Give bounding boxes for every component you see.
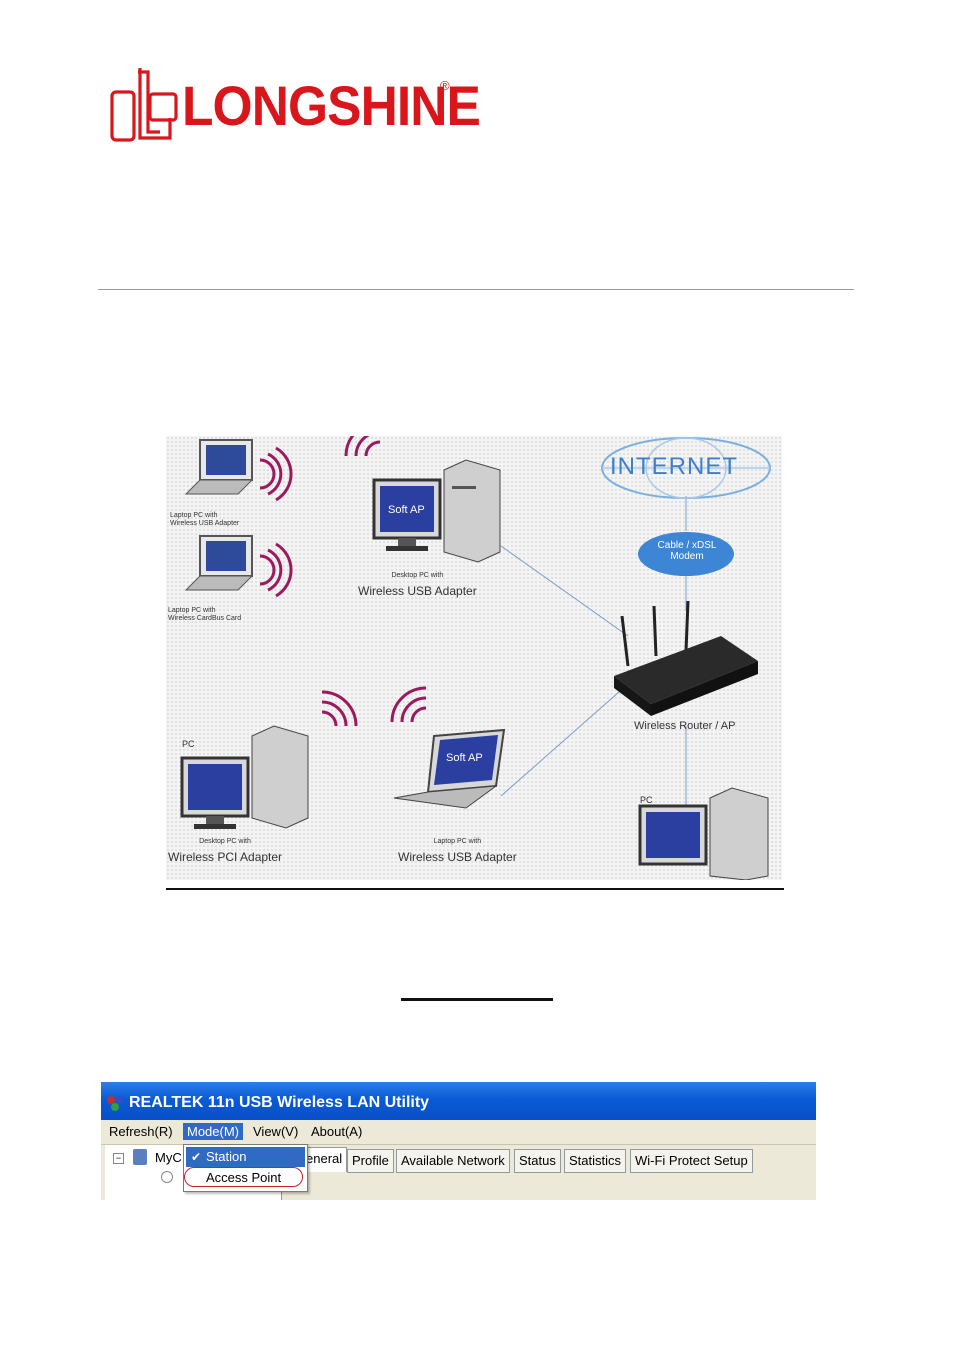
tab-available-network[interactable]: Available Network bbox=[396, 1149, 510, 1173]
mode-item-station-label: Station bbox=[206, 1149, 247, 1164]
title-bar: REALTEK 11n USB Wireless LAN Utility bbox=[101, 1082, 816, 1120]
tree-expand-icon[interactable]: − bbox=[113, 1153, 124, 1164]
computer-icon bbox=[133, 1149, 147, 1165]
desktop-pc-icon-softap bbox=[372, 459, 501, 563]
longshine-emblem-icon bbox=[110, 68, 178, 142]
tab-profile[interactable]: Profile bbox=[347, 1149, 394, 1173]
tree-node-label[interactable]: MyC bbox=[155, 1150, 182, 1165]
menu-mode[interactable]: Mode(M) bbox=[183, 1123, 244, 1140]
figure-rule bbox=[166, 888, 784, 890]
router-label: Wireless Router / AP bbox=[634, 720, 736, 732]
mode-dropdown: ✔ Station Access Point bbox=[183, 1144, 308, 1192]
pc-right-tag: PC bbox=[640, 795, 653, 805]
short-rule bbox=[401, 998, 553, 1001]
tab-statistics[interactable]: Statistics bbox=[564, 1149, 627, 1173]
longshine-logo: LONGSHINE ® bbox=[110, 64, 481, 148]
softap-laptop-label: Soft AP bbox=[446, 752, 483, 764]
utility-window: REALTEK 11n USB Wireless LAN Utility Ref… bbox=[101, 1082, 816, 1200]
registered-mark: ® bbox=[440, 78, 450, 93]
app-network-icon bbox=[107, 1096, 123, 1111]
desktop-pc-icon-left bbox=[180, 725, 309, 829]
internet-label: INTERNET bbox=[610, 453, 738, 480]
modem-cloud-icon bbox=[638, 532, 734, 576]
link-desktop-router bbox=[500, 545, 629, 637]
mode-item-access-point[interactable]: Access Point bbox=[186, 1168, 305, 1188]
highlight-ring bbox=[184, 1167, 303, 1187]
internet-globe-icon bbox=[601, 437, 771, 499]
softap-desktop-label: Soft AP bbox=[388, 504, 425, 516]
mode-item-access-point-label: Access Point bbox=[206, 1170, 282, 1185]
laptop-icon-softap bbox=[393, 728, 506, 809]
menu-view[interactable]: View(V) bbox=[253, 1124, 299, 1139]
header-rule bbox=[98, 289, 854, 290]
check-icon: ✔ bbox=[191, 1150, 202, 1164]
tab-general[interactable]: eneral bbox=[301, 1147, 348, 1172]
router-icon bbox=[614, 600, 758, 716]
menu-refresh[interactable]: Refresh(R) bbox=[109, 1124, 173, 1139]
laptop-icon-2 bbox=[184, 535, 254, 591]
laptop-icon-1 bbox=[184, 439, 254, 495]
tab-wifi-protect-setup[interactable]: Wi-Fi Protect Setup bbox=[630, 1149, 753, 1173]
menu-bar: Refresh(R) Mode(M) View(V) About(A) bbox=[101, 1120, 816, 1145]
link-laptop-router bbox=[500, 683, 629, 797]
menu-about[interactable]: About(A) bbox=[311, 1124, 363, 1139]
tab-status[interactable]: Status bbox=[514, 1149, 561, 1173]
window-title: REALTEK 11n USB Wireless LAN Utility bbox=[129, 1094, 430, 1111]
pc-left-tag: PC bbox=[182, 739, 195, 749]
adapter-icon bbox=[161, 1171, 173, 1183]
wireless-waves-icon bbox=[259, 436, 427, 727]
brand-name: LONGSHINE bbox=[182, 74, 481, 137]
mode-item-station[interactable]: ✔ Station bbox=[186, 1147, 305, 1167]
desktop-pc-icon-right bbox=[638, 787, 769, 880]
